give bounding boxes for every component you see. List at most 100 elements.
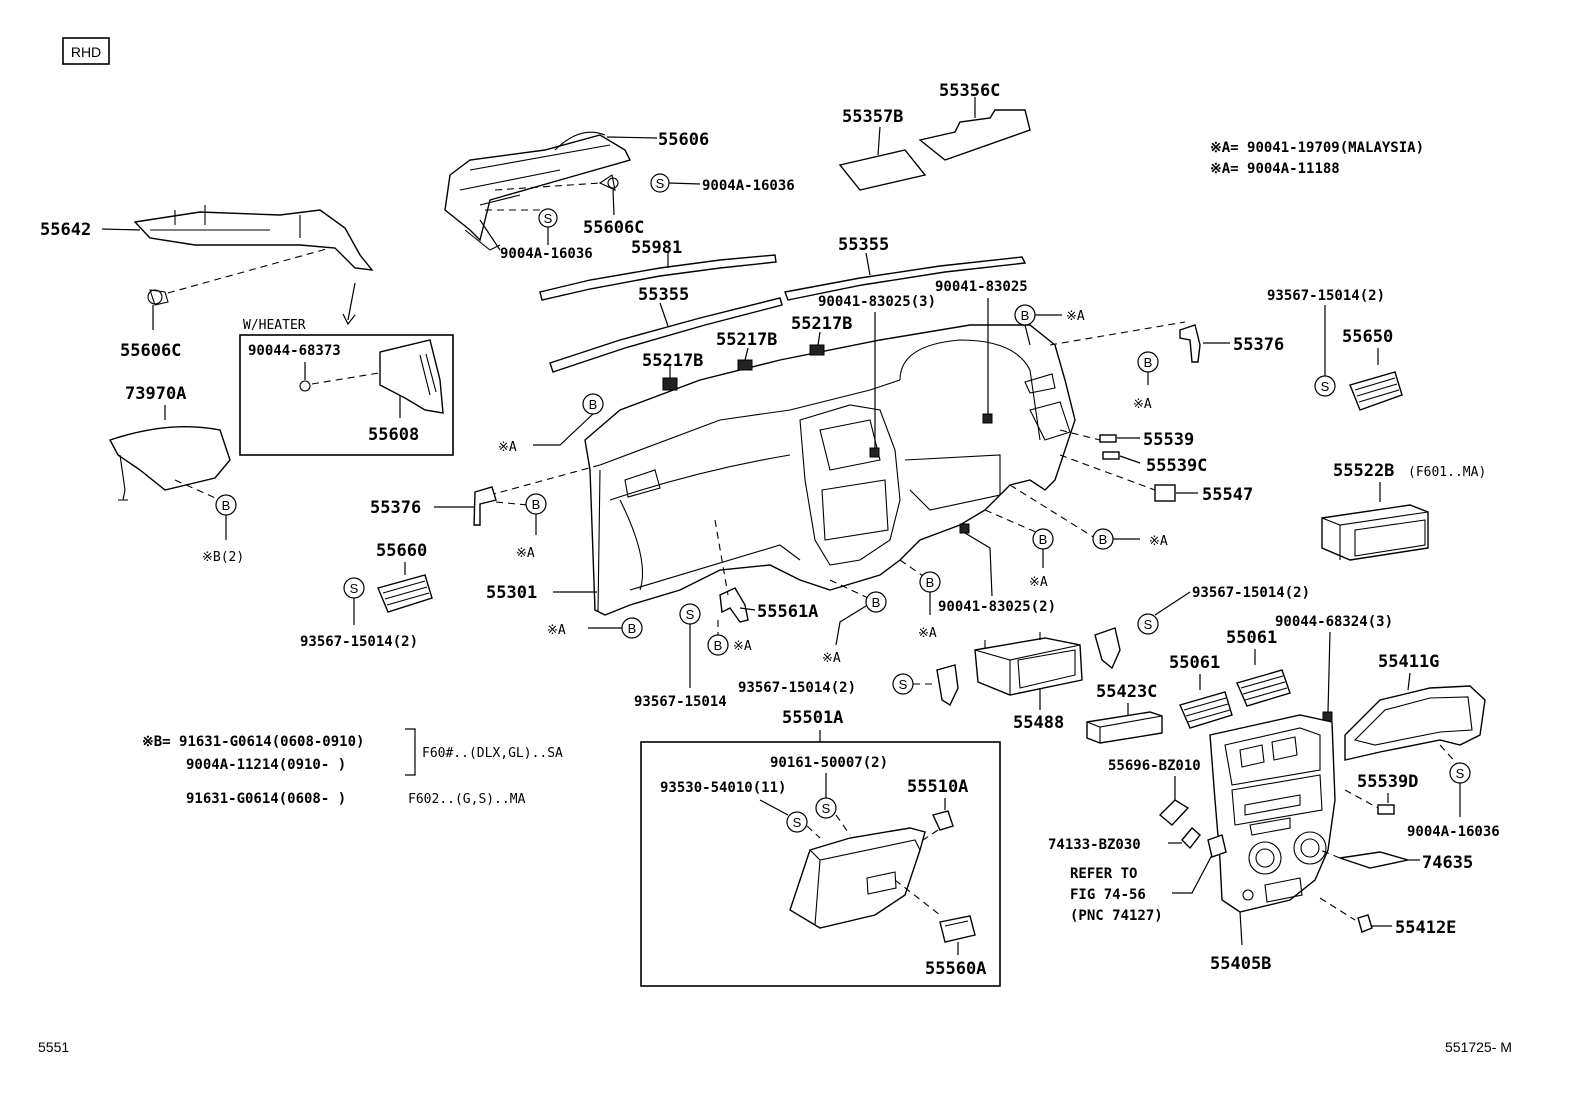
label-90041-83025: 90041-83025 bbox=[935, 279, 1028, 295]
part-55423c-tray bbox=[1086, 711, 1163, 744]
label-55412e: 55412E bbox=[1395, 918, 1456, 938]
bolt-symbol-b-text: B bbox=[714, 638, 723, 653]
bolt-symbol-b-text: B bbox=[532, 497, 541, 512]
label-55660: 55660 bbox=[376, 541, 427, 561]
part-55412e-screw bbox=[1357, 914, 1373, 933]
part-73970a-airbag bbox=[108, 425, 231, 501]
clip-55217b-2 bbox=[737, 359, 753, 371]
part-55405b-center-cluster bbox=[1209, 714, 1336, 913]
bolt-symbol-b-text: B bbox=[1039, 532, 1048, 547]
label-55642: 55642 bbox=[40, 220, 91, 240]
label-9004a-16036-right: 9004A-16036 bbox=[1407, 824, 1500, 840]
label-9004a-16036-top: 9004A-16036 bbox=[702, 178, 795, 194]
label-55606: 55606 bbox=[658, 130, 709, 150]
label-refer-to: REFER TO bbox=[1070, 866, 1137, 882]
marker-xa: ※A bbox=[1149, 534, 1168, 549]
clip-55606c-left bbox=[147, 289, 169, 306]
clip-55217b-1 bbox=[662, 377, 678, 391]
label-93530-54010-11: 93530-54010(11) bbox=[660, 780, 786, 796]
rhd-badge-box bbox=[62, 37, 110, 65]
screw-symbol-s-text: S bbox=[1321, 379, 1330, 394]
note-b-91631-g0614-b: 91631-G0614(0608- ) bbox=[186, 791, 346, 807]
label-55606c-top: 55606C bbox=[583, 218, 644, 238]
marker-xa: ※A bbox=[918, 626, 937, 641]
part-55510a-damper bbox=[932, 810, 954, 831]
label-55560a: 55560A bbox=[925, 959, 986, 979]
label-55217b-2: 55217B bbox=[716, 330, 777, 350]
marker-xa: ※A bbox=[498, 440, 517, 455]
marker-xa: ※A bbox=[1066, 309, 1085, 324]
label-55301: 55301 bbox=[486, 583, 537, 603]
label-90041-83025-2: 90041-83025(2) bbox=[938, 599, 1056, 615]
label-55376-right: 55376 bbox=[1233, 335, 1284, 355]
label-55561a: 55561A bbox=[757, 602, 818, 622]
part-55522b-pocket bbox=[1321, 504, 1429, 561]
note-b-91631-g0614-a: ※B= 91631-G0614(0608-0910) bbox=[142, 734, 364, 750]
bolt-symbol-b bbox=[865, 591, 887, 613]
label-55522b: 55522B bbox=[1333, 461, 1394, 481]
label-55411g: 55411G bbox=[1378, 652, 1439, 672]
label-w-heater: W/HEATER bbox=[243, 318, 306, 333]
label-55423c: 55423C bbox=[1096, 682, 1157, 702]
screw-symbol-s-text: S bbox=[350, 581, 359, 596]
label-9004a-16036-mid: 9004A-16036 bbox=[500, 246, 593, 262]
bolt-symbol-b-text: B bbox=[926, 575, 935, 590]
marker-xa: ※A bbox=[516, 546, 535, 561]
label-55217b-1: 55217B bbox=[642, 351, 703, 371]
w-heater-box bbox=[239, 334, 454, 456]
label-55539d: 55539D bbox=[1357, 772, 1418, 792]
bolt-symbol-b-text: B bbox=[1144, 355, 1153, 370]
part-55981-molding bbox=[539, 254, 777, 301]
label-xb-2: ※B(2) bbox=[202, 550, 244, 565]
label-93567-15014-2-mid: 93567-15014(2) bbox=[738, 680, 856, 696]
label-55355-right: 55355 bbox=[838, 235, 889, 255]
label-55501a: 55501A bbox=[782, 708, 843, 728]
label-90041-83025-3: 90041-83025(3) bbox=[818, 294, 936, 310]
label-55217b-3: 55217B bbox=[791, 314, 852, 334]
note-a-malaysia: ※A= 90041-19709(MALAYSIA) bbox=[1210, 140, 1424, 156]
label-55061-a: 55061 bbox=[1169, 653, 1220, 673]
label-55606c-left: 55606C bbox=[120, 341, 181, 361]
label-90044-68373: 90044-68373 bbox=[248, 343, 341, 359]
marker-xa: ※A bbox=[733, 639, 752, 654]
part-74133-bz030-clip bbox=[1181, 827, 1201, 850]
diagram-number: 5551 bbox=[38, 1039, 69, 1055]
bolt-symbol-b bbox=[621, 617, 643, 639]
label-93567-15014: 93567-15014 bbox=[634, 694, 727, 710]
label-55539: 55539 bbox=[1143, 430, 1194, 450]
label-90161-50007-2: 90161-50007(2) bbox=[770, 755, 888, 771]
marker-xa: ※A bbox=[1133, 397, 1152, 412]
bolt-symbol-b-text: B bbox=[222, 498, 231, 513]
screw-symbol-s-text: S bbox=[656, 176, 665, 191]
part-55355-molding-left bbox=[549, 297, 783, 373]
clip-55217b-3 bbox=[809, 344, 825, 356]
label-55539c: 55539C bbox=[1146, 456, 1207, 476]
note-b-9004a-11214: 9004A-11214(0910- ) bbox=[186, 757, 346, 773]
screw-symbol-s bbox=[786, 811, 808, 833]
part-55608-duct bbox=[379, 339, 444, 414]
part-55356c-pad bbox=[918, 109, 1031, 161]
label-55357b: 55357B bbox=[842, 107, 903, 127]
part-55355-molding-right bbox=[784, 256, 1027, 301]
part-55650-vent bbox=[1349, 371, 1403, 411]
screw-symbol-s bbox=[1137, 613, 1159, 635]
label-74133-bz030: 74133-BZ030 bbox=[1048, 837, 1141, 853]
part-bracket-center-right bbox=[1094, 627, 1121, 670]
illustration-id: 551725- M bbox=[1445, 1039, 1512, 1055]
screw-symbol-s-text: S bbox=[822, 801, 831, 816]
note-b-f602: F602..(G,S)..MA bbox=[408, 792, 526, 807]
label-55356c: 55356C bbox=[939, 81, 1000, 101]
part-55606-duct bbox=[444, 131, 632, 251]
marker-xa: ※A bbox=[1029, 575, 1048, 590]
bolt-symbol-b-text: B bbox=[628, 621, 637, 636]
part-55301-instrument-panel bbox=[584, 324, 1076, 616]
label-55522b-note: (F601..MA) bbox=[1408, 465, 1486, 480]
screw-90041-83025-c bbox=[959, 523, 970, 534]
label-55488: 55488 bbox=[1013, 713, 1064, 733]
screw-symbol-s-text: S bbox=[686, 607, 695, 622]
bolt-symbol-b bbox=[707, 634, 729, 656]
screw-symbol-s-text: S bbox=[899, 677, 908, 692]
screw-symbol-s bbox=[1314, 375, 1336, 397]
screw-90041-83025-b bbox=[982, 413, 993, 424]
label-55547: 55547 bbox=[1202, 485, 1253, 505]
